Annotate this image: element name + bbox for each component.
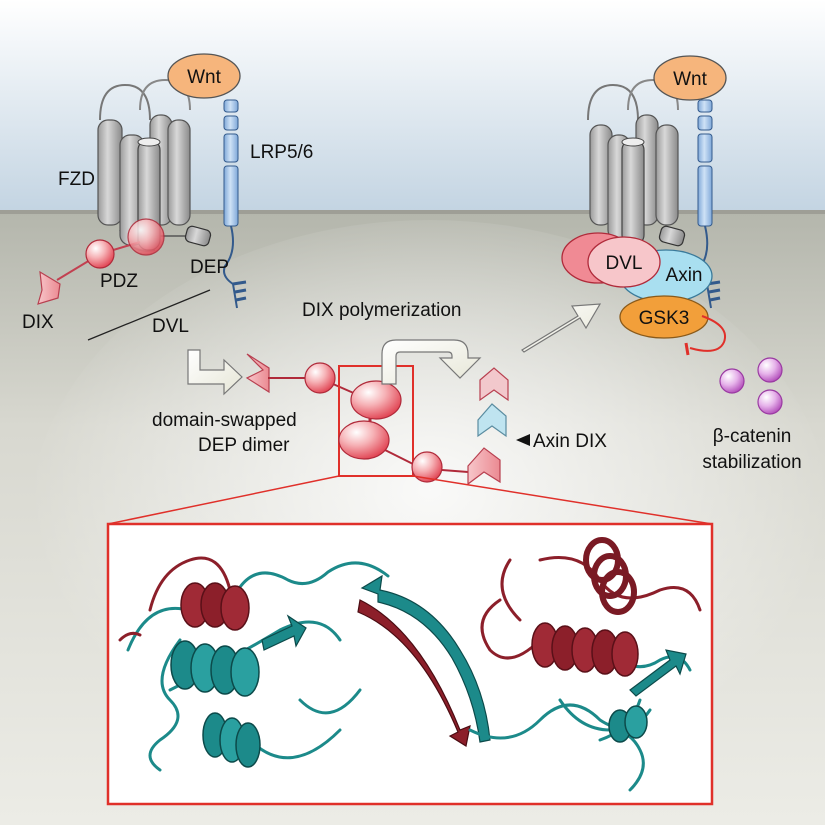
zoom-guide-right (412, 475, 713, 525)
axin-label: Axin (666, 265, 703, 286)
zoom-guide-left (107, 475, 340, 525)
central-strand-teal (360, 574, 491, 743)
dep-dimer-bottom (338, 420, 390, 460)
dix-left-label: DIX (22, 312, 54, 333)
left-helix-teal-2 (202, 712, 261, 768)
dvl-separator-line (87, 289, 211, 341)
axin-dix-label: Axin DIX (533, 431, 607, 452)
right-helix-top (583, 537, 637, 615)
hook-arrow-left (187, 349, 243, 396)
linker-3 (384, 449, 416, 466)
wnt-left-label: Wnt (187, 67, 222, 88)
dep-label: DEP (190, 257, 229, 278)
dep-dimer-top (350, 380, 402, 420)
dix-stack-top (479, 367, 509, 402)
beta-catenin-label-2: stabilization (702, 452, 801, 473)
fzd-label: FZD (58, 169, 95, 190)
domain-swapped-label-2: DEP dimer (198, 435, 290, 456)
pdz-domain-2 (411, 451, 443, 483)
polymerization-arrow (381, 339, 482, 385)
structure-inset (106, 522, 714, 806)
lrp-label: LRP5/6 (250, 142, 313, 163)
lrp-receptor-left (223, 99, 247, 309)
dvl-right-label: DVL (606, 253, 643, 274)
left-strand-arrow (261, 614, 307, 651)
left-helix-maroon (180, 582, 250, 631)
zoom-box-small (338, 365, 414, 477)
wnt-ligand-left: Wnt (167, 53, 241, 99)
pdz-domain (304, 362, 336, 394)
dix-pink-left (245, 353, 270, 394)
central-strand-maroon (357, 599, 471, 747)
wnt-right-label: Wnt (673, 69, 708, 90)
dix-polymerization-label: DIX polymerization (302, 300, 461, 321)
right-helix-teal (608, 705, 648, 743)
left-helix-teal-1 (170, 640, 260, 697)
gsk3-label: GSK3 (639, 308, 690, 329)
domain-swapped-label-1: domain-swapped (152, 410, 297, 431)
right-helix-center (531, 622, 639, 677)
beta-catenin-label-1: β-catenin (713, 426, 792, 447)
membrane-line (0, 210, 825, 214)
axin-dix-unit (477, 403, 507, 438)
right-strand-teal (629, 649, 687, 697)
dvl-left-label: DVL (152, 316, 189, 337)
activation-arrow (521, 303, 602, 353)
beta-catenin-molecules (719, 357, 783, 415)
signalosome (561, 225, 726, 356)
linker-4 (441, 469, 469, 473)
dvl-left (37, 218, 212, 305)
fzd-receptor-right (587, 78, 679, 246)
dix-stack-bottom (467, 447, 501, 486)
pdz-label: PDZ (100, 271, 138, 292)
wnt-ligand-right: Wnt (653, 55, 727, 101)
lrp-receptor-right (697, 99, 721, 309)
axin-dix-pointer (516, 434, 530, 446)
